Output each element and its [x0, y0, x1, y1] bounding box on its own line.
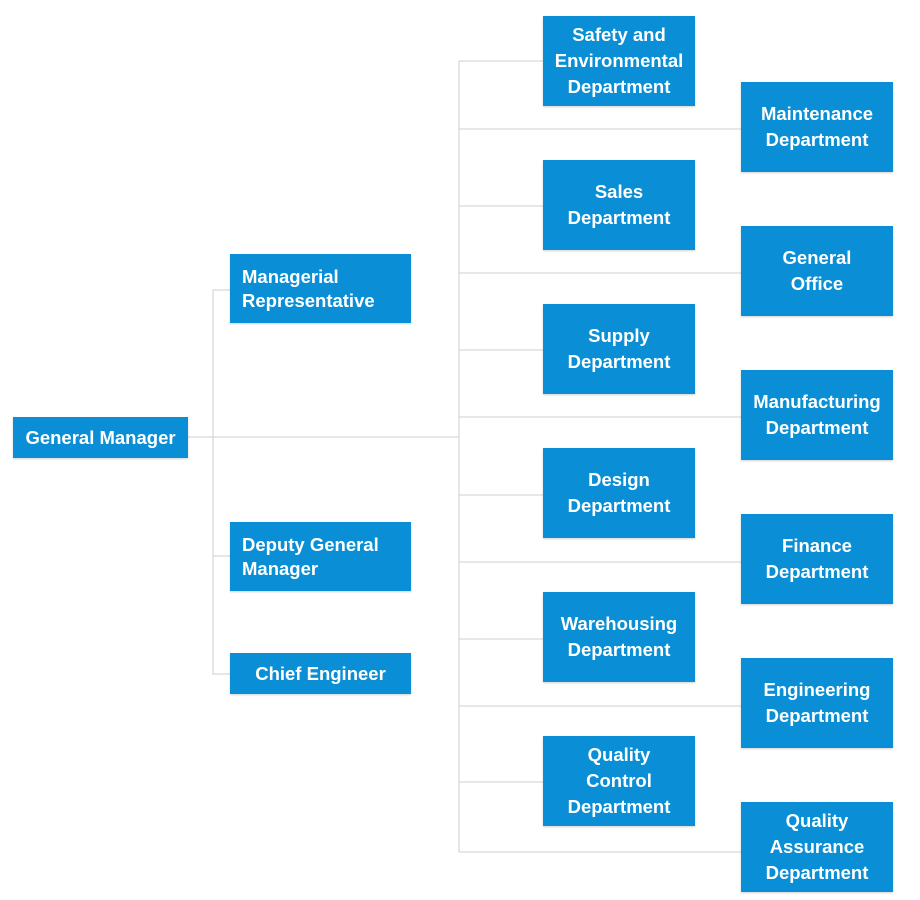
node-design-department: Design Department: [543, 448, 695, 538]
node-sales-department: Sales Department: [543, 160, 695, 250]
node-quality-assurance-department: Quality Assurance Department: [741, 802, 893, 892]
node-quality-control-department: Quality Control Department: [543, 736, 695, 826]
node-managerial-representative: Managerial Representative: [230, 254, 411, 323]
node-warehousing-department: Warehousing Department: [543, 592, 695, 682]
node-chief-engineer: Chief Engineer: [230, 653, 411, 694]
node-safety-environmental-department: Safety and Environmental Department: [543, 16, 695, 106]
node-maintenance-department: Maintenance Department: [741, 82, 893, 172]
node-manufacturing-department: Manufacturing Department: [741, 370, 893, 460]
node-general-office: General Office: [741, 226, 893, 316]
node-finance-department: Finance Department: [741, 514, 893, 604]
node-deputy-general-manager: Deputy General Manager: [230, 522, 411, 591]
node-supply-department: Supply Department: [543, 304, 695, 394]
node-engineering-department: Engineering Department: [741, 658, 893, 748]
node-general-manager: General Manager: [13, 417, 188, 458]
